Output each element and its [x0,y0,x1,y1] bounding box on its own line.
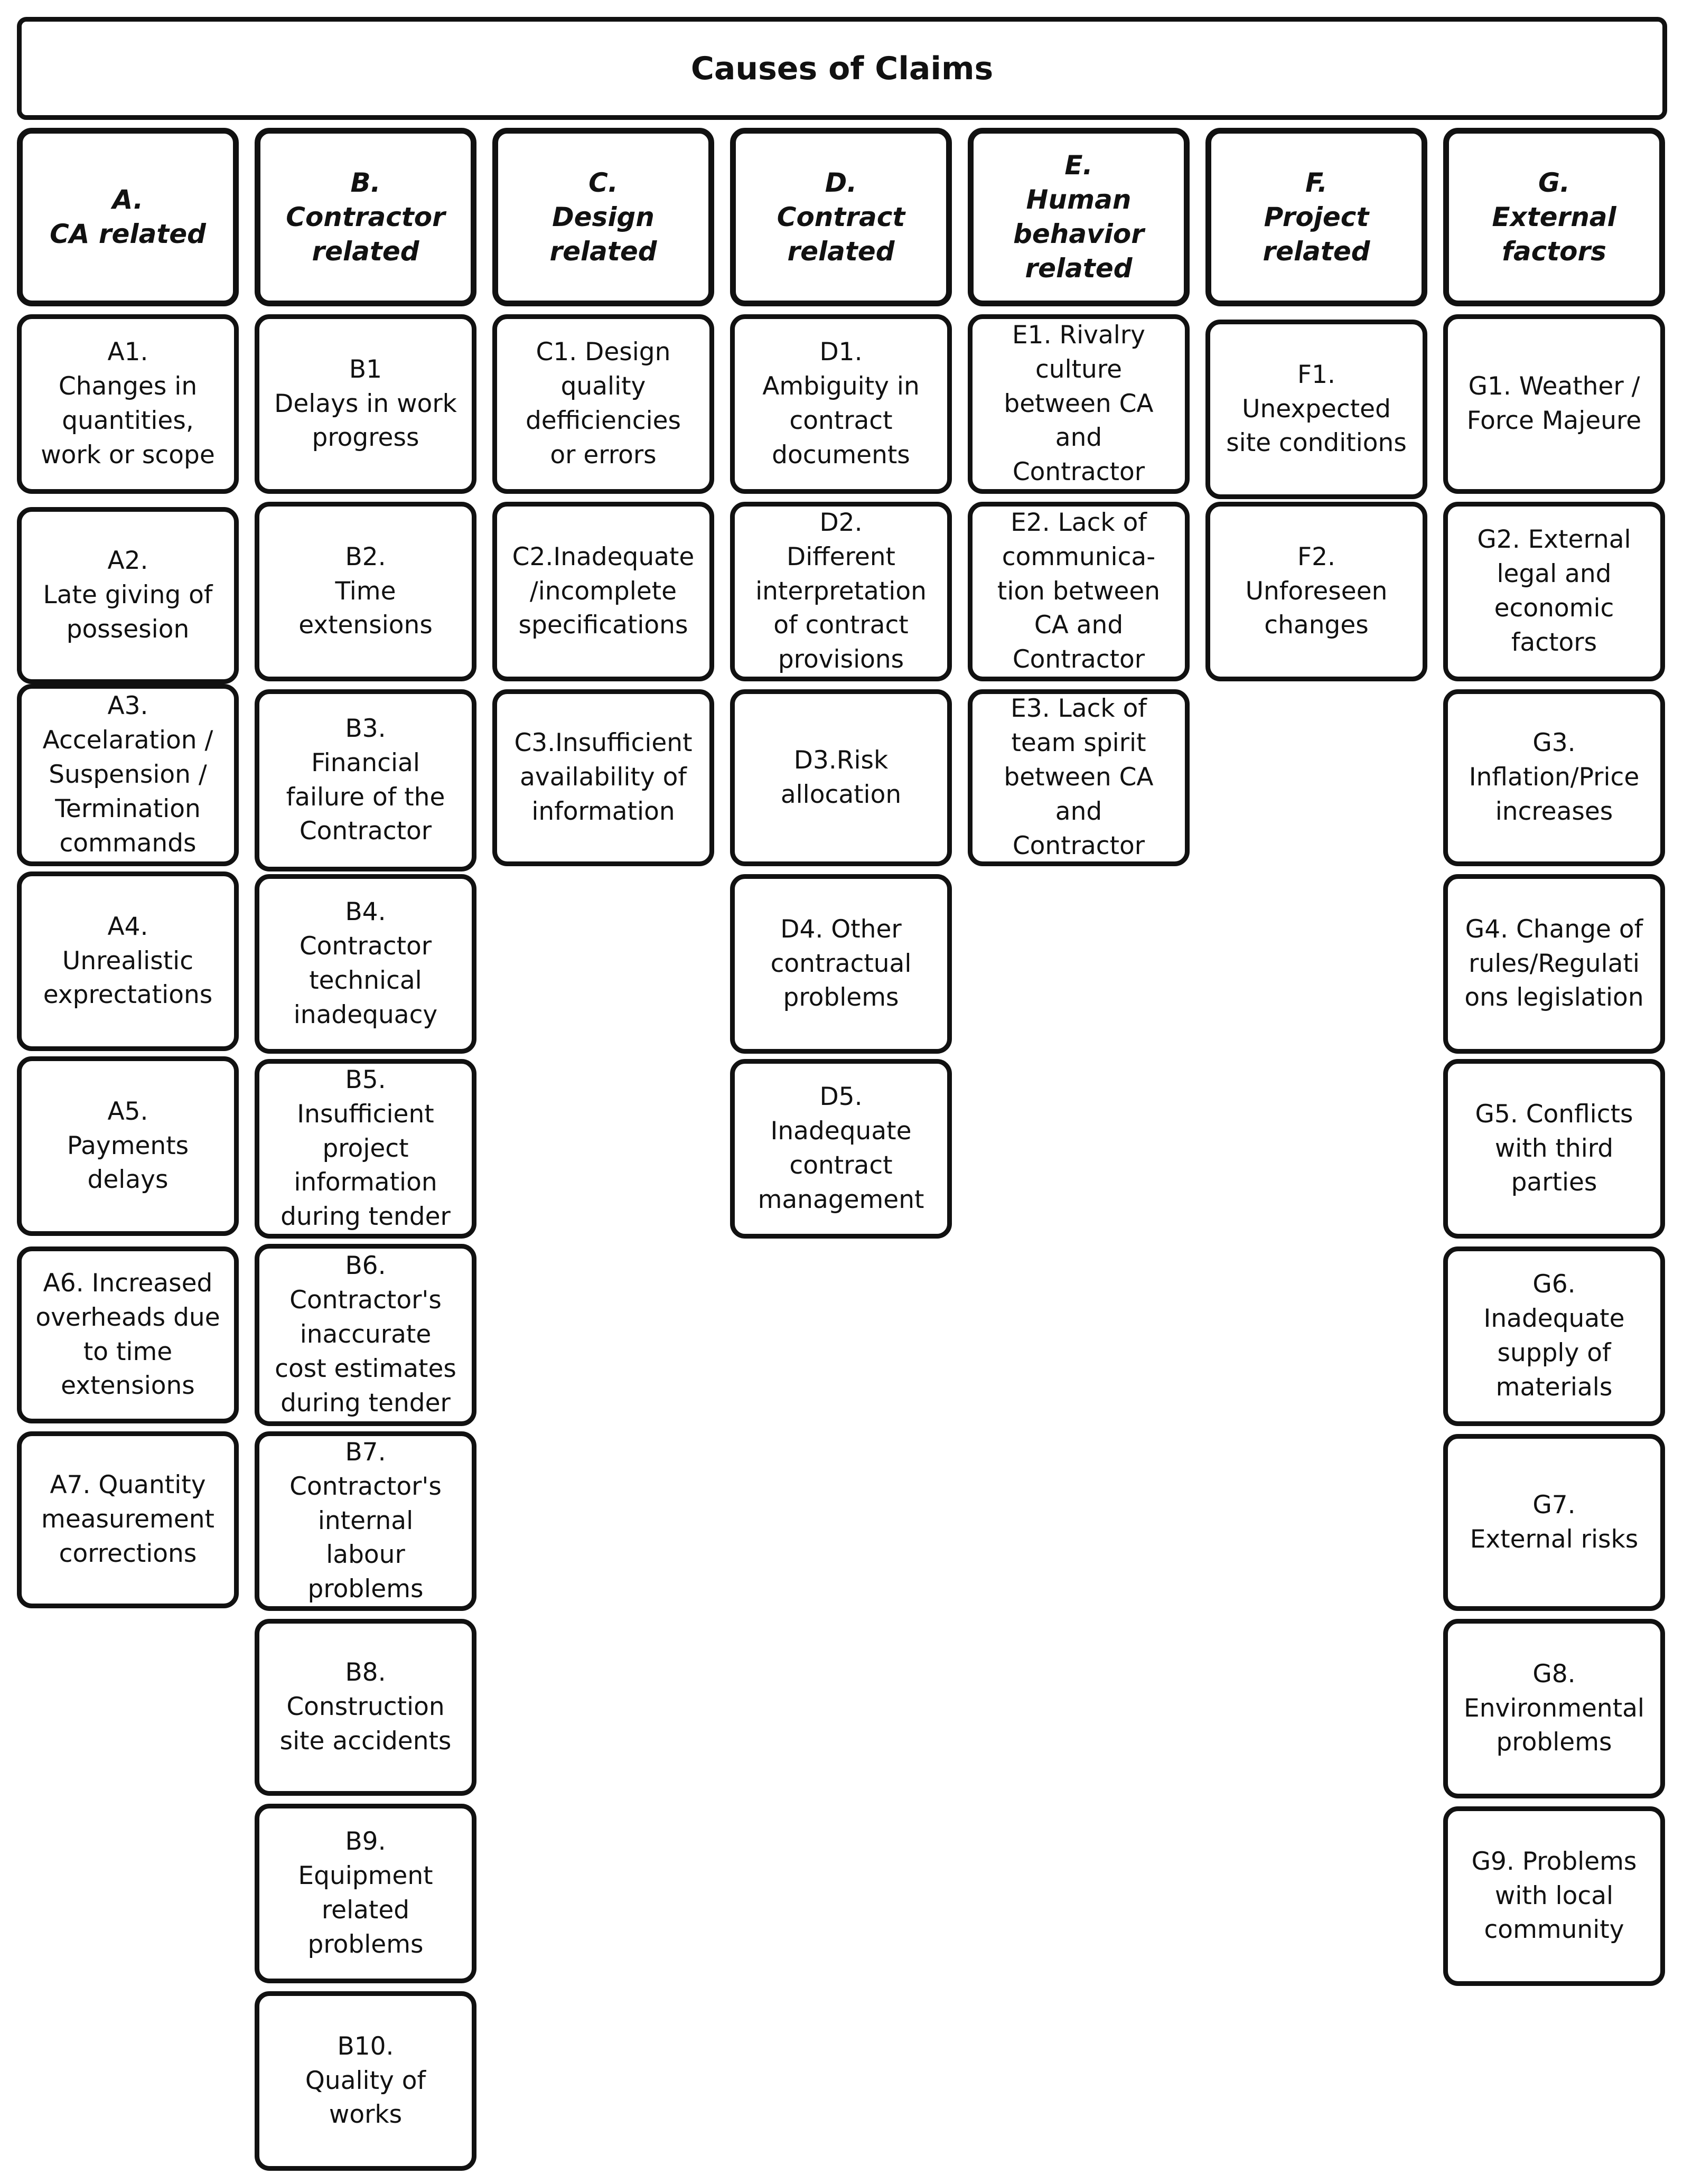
cause-g2: G2. External legal and economic factors [1443,502,1665,681]
category-header-b: B. Contractor related [255,128,476,306]
cause-f2: F2. Unforeseen changes [1205,502,1427,681]
cause-c1: C1. Design quality defficiencies or erro… [492,314,714,494]
cause-a5: A5. Payments delays [17,1056,239,1236]
cause-d4: D4. Other contractual problems [730,874,952,1054]
cause-g1: G1. Weather / Force Majeure [1443,314,1665,494]
cause-b8: B8. Construction site accidents [255,1619,476,1796]
cause-b3: B3. Financial failure of the Contractor [255,689,476,871]
cause-b7: B7. Contractor's internal labour problem… [255,1431,476,1611]
cause-a6: A6. Increased overheads due to time exte… [17,1246,239,1423]
cause-g6: G6. Inadequate supply of materials [1443,1246,1665,1426]
cause-a2: A2. Late giving of possesion [17,507,239,684]
cause-d1: D1. Ambiguity in contract documents [730,314,952,494]
cause-d5: D5. Inadequate contract management [730,1059,952,1239]
cause-d3: D3.Risk allocation [730,689,952,866]
cause-b4: B4. Contractor technical inadequacy [255,874,476,1054]
cause-b9: B9. Equipment related problems [255,1804,476,1983]
category-header-g: G. External factors [1443,128,1665,306]
cause-g8: G8. Environmental problems [1443,1619,1665,1798]
cause-f1: F1. Unexpected site conditions [1205,320,1427,499]
category-header-a: A. CA related [17,128,239,306]
category-header-f: F. Project related [1205,128,1427,306]
cause-g3: G3. Inflation/Price increases [1443,689,1665,866]
cause-a7: A7. Quantity measurement corrections [17,1431,239,1608]
category-header-c: C. Design related [492,128,714,306]
cause-a3: A3. Accelaration / Suspension / Terminat… [17,684,239,866]
category-header-d: D. Contract related [730,128,952,306]
cause-g7: G7. External risks [1443,1434,1665,1611]
cause-e2: E2. Lack of communica- tion between CA a… [968,502,1190,681]
cause-g9: G9. Problems with local community [1443,1806,1665,1986]
cause-a1: A1. Changes in quantities, work or scope [17,314,239,494]
cause-b2: B2. Time extensions [255,502,476,681]
cause-e1: E1. Rivalry culture between CA and Contr… [968,314,1190,494]
cause-a4: A4. Unrealistic exprectations [17,871,239,1051]
cause-c3: C3.Insufficient availability of informat… [492,689,714,866]
cause-e3: E3. Lack of team spirit between CA and C… [968,689,1190,866]
diagram-title: Causes of Claims [17,17,1667,120]
cause-b10: B10. Quality of works [255,1991,476,2171]
cause-b6: B6. Contractor's inaccurate cost estimat… [255,1244,476,1426]
cause-g4: G4. Change of rules/Regulati ons legisla… [1443,874,1665,1054]
cause-b5: B5. Insufficient project information dur… [255,1059,476,1239]
category-header-e: E. Human behavior related [968,128,1190,306]
cause-b1: B1 Delays in work progress [255,314,476,494]
cause-d2: D2. Different interpretation of contract… [730,502,952,681]
cause-g5: G5. Conflicts with third parties [1443,1059,1665,1239]
cause-c2: C2.Inadequate /incomplete specifications [492,502,714,681]
